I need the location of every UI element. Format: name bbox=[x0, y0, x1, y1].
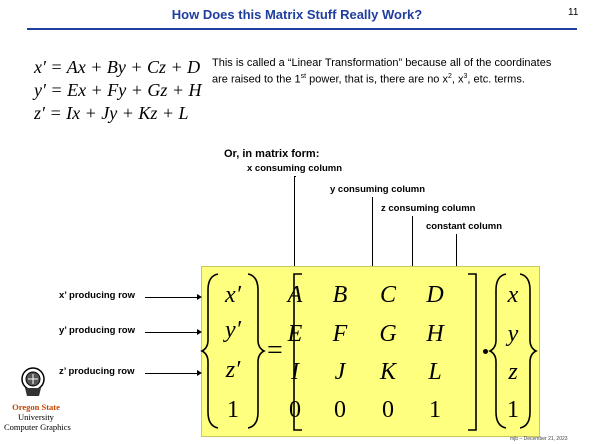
connector-line bbox=[145, 297, 197, 298]
slide-number: 11 bbox=[568, 7, 579, 18]
logo-line-1: Oregon State bbox=[12, 402, 60, 412]
description-sup: 2 bbox=[447, 73, 452, 80]
matrix-cell: 0 bbox=[289, 397, 301, 423]
column-label-z: z consuming column bbox=[381, 203, 476, 214]
description-text: , etc. terms. bbox=[467, 73, 525, 86]
arrow-icon bbox=[197, 370, 202, 376]
matrix-cell: L bbox=[428, 359, 442, 385]
logo-line-2: University bbox=[18, 412, 54, 422]
matrix-form-label: Or, in matrix form: bbox=[224, 148, 320, 160]
equation-x: x′ = Ax + By + Cz + D bbox=[34, 57, 201, 77]
description-text: power, that is, there are no x bbox=[306, 73, 448, 86]
column-label-x: x consuming column bbox=[247, 163, 343, 174]
arrow-icon bbox=[197, 294, 202, 300]
row-label-y: y’ producing row bbox=[59, 325, 136, 336]
equation-z: z′ = Ix + Jy + Kz + L bbox=[34, 103, 189, 123]
row-label-z: z’ producing row bbox=[59, 366, 135, 377]
description-text: , x bbox=[451, 73, 464, 86]
matrix-cell: J bbox=[334, 359, 346, 385]
lhs-vector-entry: x′ bbox=[225, 282, 241, 308]
equation-y: y′ = Ex + Fy + Gz + H bbox=[34, 80, 202, 100]
rhs-vector-entry: z bbox=[508, 359, 518, 385]
connector-line bbox=[294, 176, 295, 268]
matrix-cell: C bbox=[379, 282, 396, 308]
connector-line bbox=[294, 176, 296, 177]
arrow-icon bbox=[197, 329, 202, 335]
university-seal-icon bbox=[21, 367, 45, 396]
rhs-vector-entry: 1 bbox=[507, 397, 519, 423]
matrix-cell: 1 bbox=[429, 397, 441, 423]
matrix-cell: H bbox=[426, 321, 444, 347]
row-label-x: x’ producing row bbox=[59, 290, 136, 301]
matrix-cell: 0 bbox=[334, 397, 346, 423]
description-sup: 3 bbox=[463, 73, 468, 80]
lhs-vector-entry: 1 bbox=[227, 397, 239, 423]
connector-line bbox=[412, 216, 413, 268]
matrix-cell: E bbox=[287, 321, 303, 347]
equals-sign: = bbox=[267, 335, 283, 366]
connector-line bbox=[456, 234, 457, 268]
matrix-cell: A bbox=[287, 282, 303, 308]
connector-line bbox=[145, 373, 197, 374]
matrix-cell: F bbox=[332, 321, 348, 347]
description-text: This is called a “Linear Transformation”… bbox=[212, 57, 552, 86]
linear-transformation-description: This is called a “Linear Transformation”… bbox=[212, 56, 562, 87]
matrix-cell: B bbox=[332, 282, 348, 308]
column-label-constant: constant column bbox=[426, 221, 503, 232]
matrix-cell: 0 bbox=[382, 397, 394, 423]
lhs-vector-entry: z′ bbox=[225, 357, 241, 383]
slide-title: How Does this Matrix Stuff Really Work? bbox=[171, 7, 423, 22]
rhs-vector-entry: x bbox=[507, 282, 519, 308]
description-sup: st bbox=[300, 73, 307, 80]
lhs-vector-entry: y′ bbox=[225, 317, 241, 343]
matrix-cell: K bbox=[379, 359, 396, 385]
matrix-cell: G bbox=[379, 321, 397, 347]
multiply-dot bbox=[483, 349, 488, 354]
matrix-cell: D bbox=[426, 282, 444, 308]
column-label-y: y consuming column bbox=[330, 184, 426, 195]
title-underline bbox=[27, 28, 577, 30]
footer-text: mjb – December 21, 2023 bbox=[510, 436, 568, 442]
rhs-vector-entry: y bbox=[507, 321, 519, 347]
logo-line-3: Computer Graphics bbox=[4, 422, 71, 432]
matrix-cell: I bbox=[291, 359, 299, 385]
connector-line bbox=[372, 197, 373, 268]
connector-line bbox=[145, 332, 197, 333]
